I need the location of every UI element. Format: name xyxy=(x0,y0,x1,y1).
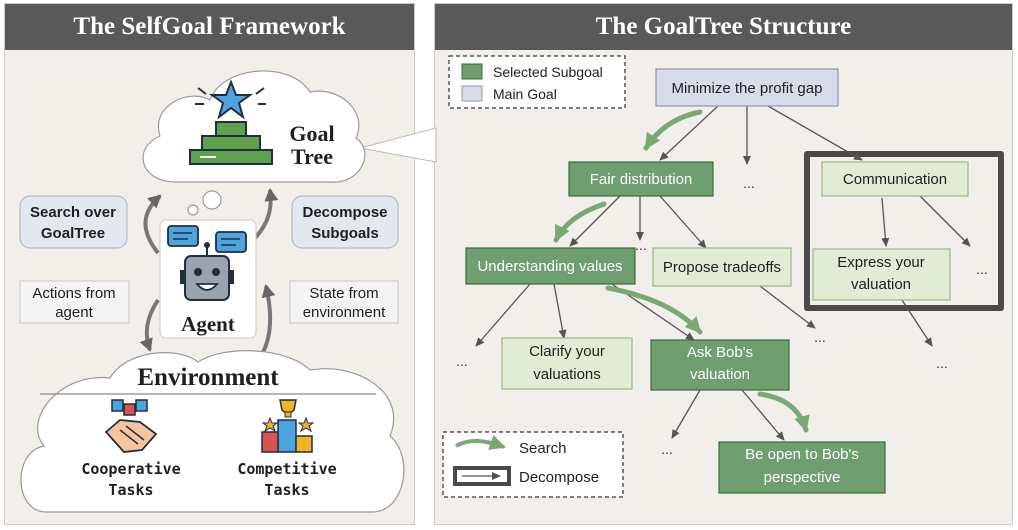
node-root: Minimize the profit gap xyxy=(655,68,839,107)
node-ask-bob: Ask Bob's valuation xyxy=(650,339,790,391)
legend-decompose-label: Decompose xyxy=(519,469,599,486)
ellipsis-2: ... xyxy=(635,237,647,253)
robot-icon xyxy=(180,242,234,301)
thought-bubble-large xyxy=(202,190,222,210)
node-askbob-line1: Ask Bob's xyxy=(687,344,753,361)
goaltree-structure-title: The GoalTree Structure xyxy=(435,4,1012,50)
legend-main-label: Main Goal xyxy=(493,86,557,102)
ellipsis-5: ... xyxy=(456,353,468,369)
callout-wedge xyxy=(359,127,437,163)
node-comm-label: Communication xyxy=(843,171,947,188)
decompose-subgoals-box: Decompose Subgoals xyxy=(291,195,399,249)
handshake-icon xyxy=(104,399,158,453)
node-express-valuation: Express your valuation xyxy=(812,248,951,301)
tree-edges xyxy=(475,105,971,441)
node-express-line1: Express your xyxy=(837,254,925,271)
node-understanding-values: Understanding values xyxy=(465,247,636,285)
goal-tree-icon xyxy=(189,79,273,165)
ellipsis-markers: ... ... ... ... ... ... ... xyxy=(456,175,988,457)
search-path-arrows xyxy=(553,109,810,433)
node-fair-distribution: Fair distribution xyxy=(568,161,714,197)
node-be-open: Be open to Bob's perspective xyxy=(718,441,886,494)
node-propose-label: Propose tradeoffs xyxy=(663,259,781,276)
node-legend: Selected Subgoal Main Goal xyxy=(448,55,626,109)
node-beopen-line1: Be open to Bob's xyxy=(745,446,859,463)
ellipsis-7: ... xyxy=(661,441,673,457)
node-root-label: Minimize the profit gap xyxy=(672,80,823,97)
node-clarify-line1: Clarify your xyxy=(529,343,605,360)
legend-search-label: Search xyxy=(519,440,567,457)
search-over-goaltree-box: Search over GoalTree xyxy=(19,195,128,249)
decompose-label-line1: Decompose xyxy=(302,204,387,221)
decompose-highlight-frame xyxy=(804,151,1004,311)
actions-label-line2: agent xyxy=(55,304,93,321)
ellipsis-6: ... xyxy=(936,355,948,371)
state-from-environment-box: State from environment xyxy=(289,280,399,324)
node-beopen-line2: perspective xyxy=(764,469,841,486)
node-understand-label: Understanding values xyxy=(477,258,622,275)
agent-box: Agent xyxy=(159,219,257,339)
node-clarify-line2: valuations xyxy=(533,366,601,383)
environment-title: Environment xyxy=(137,364,279,391)
node-clarify-valuations: Clarify your valuations xyxy=(501,337,633,390)
decompose-cycle-arrow xyxy=(253,188,279,240)
competitive-label-line1: Competitive xyxy=(237,460,336,478)
environment-cloud xyxy=(20,350,405,513)
node-propose-tradeoffs: Propose tradeoffs xyxy=(652,247,792,287)
actions-label-line1: Actions from xyxy=(32,285,115,302)
goal-tree-label-line1: Goal xyxy=(289,121,334,146)
node-askbob-line2: valuation xyxy=(690,366,750,383)
ellipsis-1: ... xyxy=(743,175,755,191)
state-label-line1: State from xyxy=(309,285,378,302)
actions-cycle-arrow xyxy=(139,298,160,352)
state-cycle-arrow xyxy=(260,284,276,355)
ellipsis-3: ... xyxy=(976,261,988,277)
agent-label: Agent xyxy=(181,312,235,336)
node-fair-label: Fair distribution xyxy=(590,171,693,188)
search-label-line2: GoalTree xyxy=(41,225,105,242)
cooperative-label-line1: Cooperative xyxy=(81,460,180,478)
goal-tree-label-line2: Tree xyxy=(291,144,333,169)
node-communication: Communication xyxy=(821,161,969,197)
edge-legend: Search Decompose xyxy=(442,431,624,498)
ellipsis-4: ... xyxy=(814,329,826,345)
actions-from-agent-box: Actions from agent xyxy=(19,280,130,324)
state-label-line2: environment xyxy=(303,304,386,321)
search-label-line1: Search over xyxy=(30,204,116,221)
selfgoal-framework-title: The SelfGoal Framework xyxy=(5,4,414,50)
speech-bubbles-icon xyxy=(167,225,247,253)
decompose-label-line2: Subgoals xyxy=(311,225,379,242)
competitive-label-line2: Tasks xyxy=(264,481,309,499)
legend-decompose-frame xyxy=(453,466,511,486)
search-cycle-arrow xyxy=(143,194,162,255)
legend-selected-label: Selected Subgoal xyxy=(493,64,603,80)
thought-bubble-small xyxy=(187,204,199,216)
cooperative-label-line2: Tasks xyxy=(108,481,153,499)
legend-selected-swatch xyxy=(461,63,483,80)
legend-search-arrow xyxy=(455,434,506,450)
legend-main-swatch xyxy=(461,85,483,102)
podium-trophy-icon xyxy=(261,399,315,453)
node-express-line2: valuation xyxy=(851,276,911,293)
